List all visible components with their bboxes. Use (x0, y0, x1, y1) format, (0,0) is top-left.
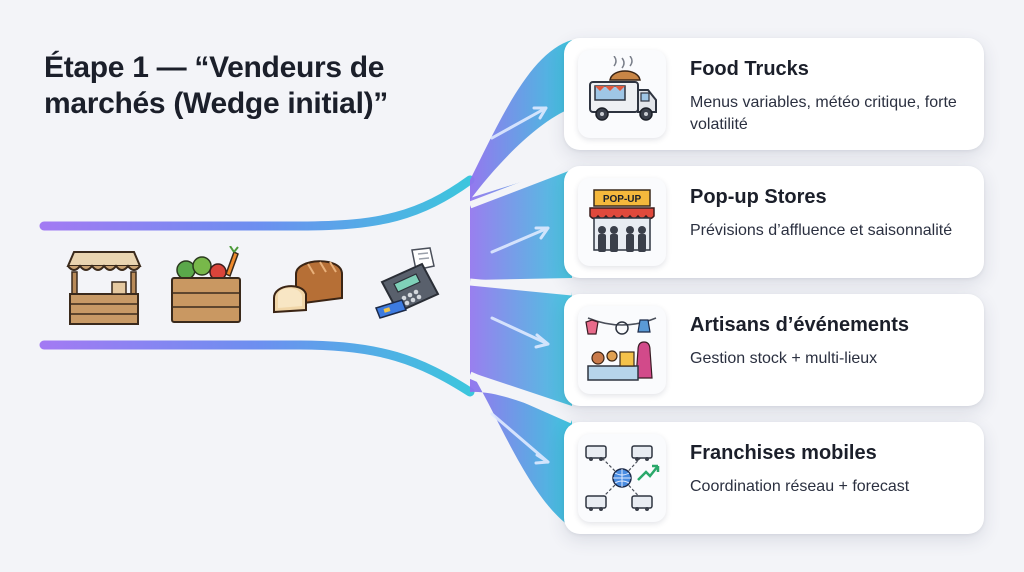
segment-description: Gestion stock + multi-lieux (690, 350, 878, 367)
segment-title: Pop-up Stores (690, 186, 827, 208)
segment-card-pop-up-stores: POP-UP Pop-up Stores Prévisions d’afflue… (564, 166, 984, 278)
flow-line-bottom (39, 340, 475, 397)
segment-title: Artisans d’événements (690, 314, 909, 336)
food-truck-icon (589, 56, 657, 121)
bread-loaf-icon (273, 260, 343, 314)
artisan-stand-icon (585, 317, 657, 381)
segment-card-artisans: Artisans d’événements Gestion stock + mu… (564, 294, 984, 406)
card-terminal-icon (375, 247, 440, 319)
pop-up-store-icon: POP-UP (589, 189, 655, 252)
vegetable-crate-icon (171, 246, 241, 323)
segment-title: Food Trucks (690, 58, 809, 80)
market-stall-icon (66, 251, 142, 325)
flow-line-top (39, 175, 475, 231)
flow-fan (470, 40, 572, 200)
franchise-network-icon (585, 445, 660, 511)
segment-title: Franchises mobiles (690, 442, 877, 464)
segment-description: Prévisions d’affluence et saisonnalité (690, 222, 953, 239)
segment-card-food-trucks: Food Trucks Menus variables, météo criti… (564, 38, 984, 150)
segment-card-franchises: Franchises mobiles Coordination réseau +… (564, 422, 984, 534)
segment-description: Coordination réseau + forecast (690, 478, 910, 495)
pop-up-sign-text: POP-UP (603, 194, 642, 205)
page-title: Étape 1 — “Vendeurs de marchés (Wedge in… (44, 51, 388, 120)
segment-description: Menus variables, météo critique, forte v… (690, 94, 957, 133)
flow-arrows (490, 106, 550, 465)
